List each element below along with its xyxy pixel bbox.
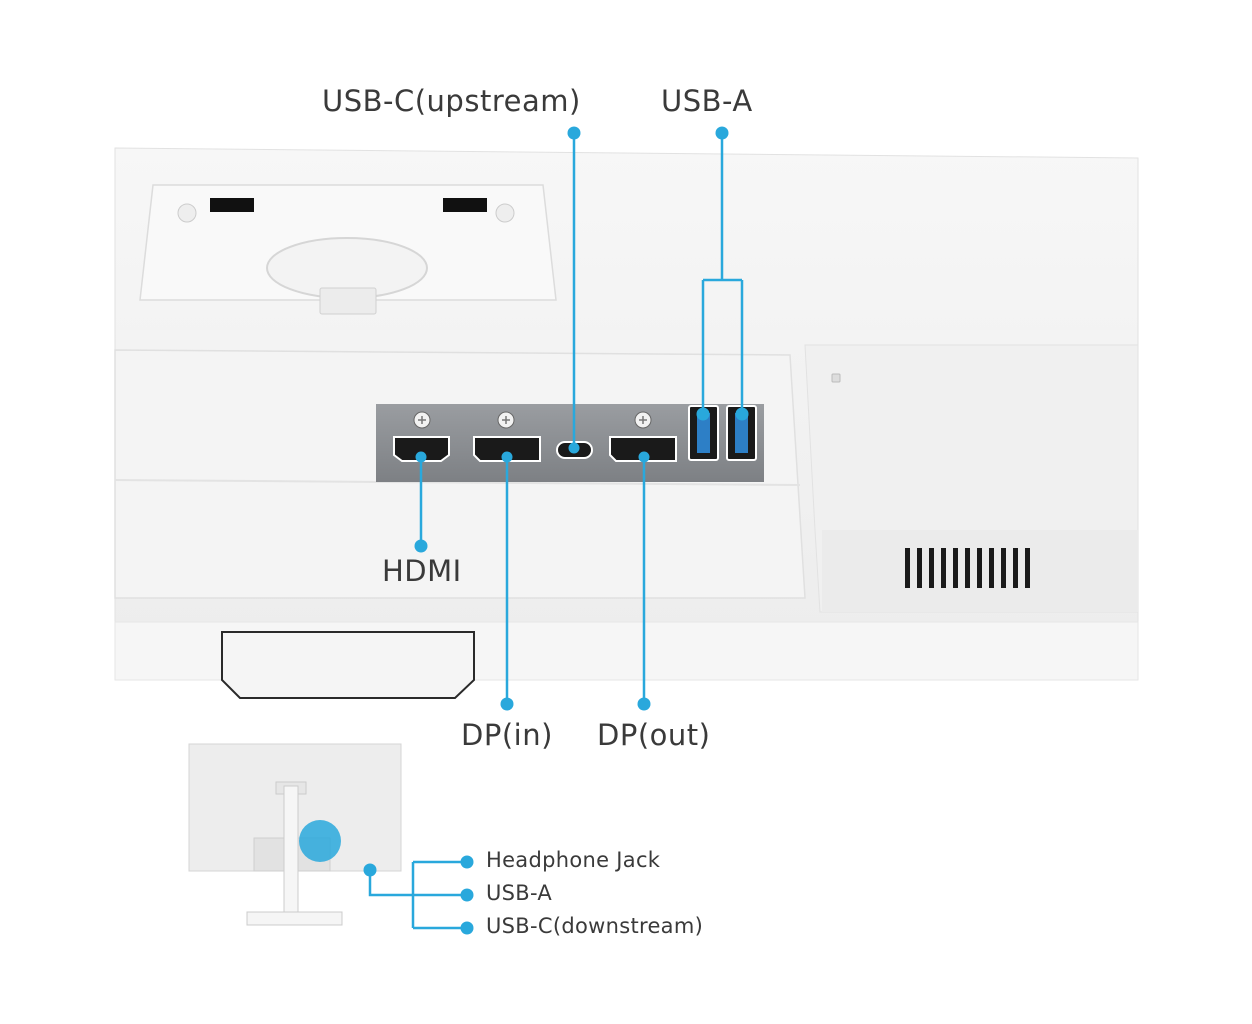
mount-screw-left bbox=[177, 203, 197, 223]
thumbnail-highlight bbox=[299, 820, 341, 862]
label-dp-in: DP(in) bbox=[461, 718, 553, 752]
hdmi-port-icon bbox=[393, 436, 450, 462]
monitor-thumbnail bbox=[188, 743, 402, 926]
mount-tab bbox=[319, 287, 377, 315]
mount-slot-left bbox=[210, 198, 254, 212]
mount-screw-right bbox=[495, 203, 515, 223]
label-usb-a-top: USB-A bbox=[661, 84, 753, 118]
label-usb-c-upstream: USB-C(upstream) bbox=[322, 84, 581, 118]
label-usb-c-downstream: USB-C(downstream) bbox=[486, 914, 704, 938]
label-hdmi: HDMI bbox=[382, 554, 462, 588]
label-usb-a-side: USB-A bbox=[486, 881, 553, 905]
mount-slot-right bbox=[443, 198, 487, 212]
label-headphone-jack: Headphone Jack bbox=[486, 848, 661, 872]
callout-lines bbox=[419, 133, 744, 704]
stand-foot bbox=[221, 631, 475, 699]
vent-grille bbox=[905, 548, 1030, 588]
callout-dots bbox=[414, 126, 749, 711]
label-dp-out: DP(out) bbox=[597, 718, 711, 752]
